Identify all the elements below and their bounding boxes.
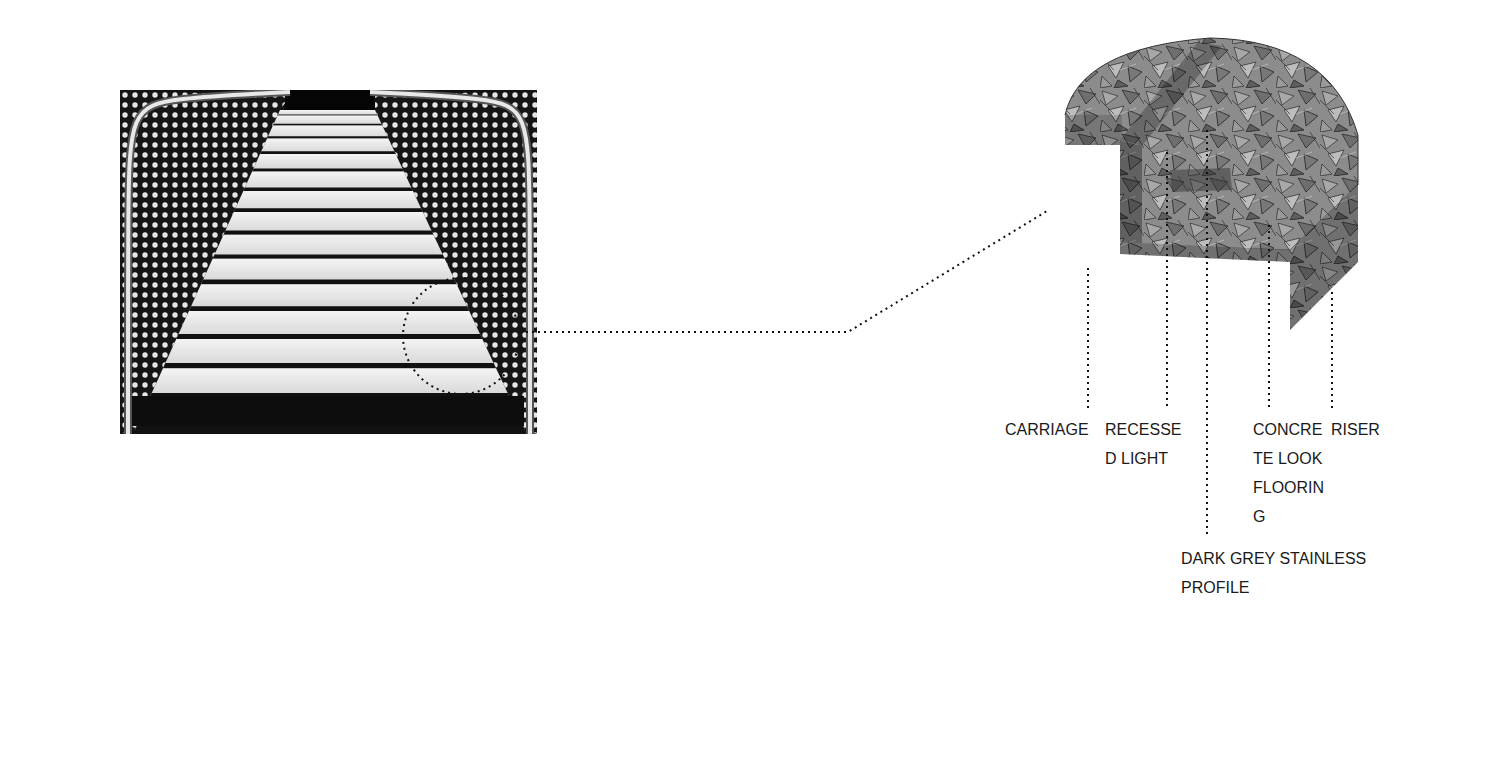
stair-step [189, 284, 469, 311]
stair-nosing [252, 168, 404, 171]
stair-nosing [234, 208, 423, 212]
stair-step [273, 116, 382, 126]
stair-nosing [189, 306, 469, 311]
stair-step [213, 235, 445, 259]
part-label: RISER [1331, 415, 1395, 444]
stair-step [163, 339, 496, 368]
stair-nosing [260, 151, 396, 154]
detail-leader [520, 211, 1047, 332]
stair-tread [149, 368, 510, 398]
stair-tread [278, 110, 378, 116]
stair-tread [267, 126, 388, 139]
photo-ground [120, 90, 537, 434]
stair-tread [213, 235, 445, 259]
part-label: DARK GREY STAINLESS PROFILE [1181, 544, 1377, 602]
handrail-shadow [128, 92, 290, 434]
stair-tread [224, 212, 434, 235]
stair-step [224, 212, 434, 235]
stair-step [243, 172, 413, 191]
stair-step [201, 259, 457, 284]
part-label: CARRIAGE [1005, 415, 1101, 444]
stair-nosing [163, 363, 496, 368]
stair-step [260, 139, 396, 154]
stair-section [1065, 38, 1358, 330]
stair-nosing [273, 124, 382, 126]
stair-tread [201, 259, 457, 284]
dark-band [132, 396, 524, 426]
stair-nosing [267, 136, 388, 138]
handrail-shadow [370, 92, 530, 434]
stair-nosing [176, 334, 482, 339]
handrail [370, 92, 530, 434]
stair-photo [120, 90, 537, 434]
stair-nosing [213, 254, 445, 258]
part-label: RECESSED LIGHT [1105, 415, 1187, 473]
stair-nosing [243, 187, 413, 190]
handrail [128, 92, 290, 434]
stair-step [176, 311, 482, 339]
stair-tread [234, 191, 423, 212]
part-label: CONCRETE LOOK FLOORING [1253, 415, 1327, 531]
detail-circle [403, 278, 519, 394]
stair-step [252, 154, 404, 172]
stair-tread [260, 139, 396, 154]
stair-tread [189, 284, 469, 311]
stair-tread [243, 172, 413, 191]
leader-lines [1088, 130, 1332, 538]
stair-tread [176, 311, 482, 339]
stair-step [278, 110, 378, 116]
stair-step [149, 368, 510, 398]
stair-tread [163, 339, 496, 368]
stair-step [267, 126, 388, 139]
stair-top [285, 90, 375, 110]
stair-nosing [201, 280, 457, 285]
stair-tread [252, 154, 404, 172]
stair-tread [273, 116, 382, 126]
stair-nosing [224, 231, 434, 235]
stair-step [234, 191, 423, 212]
